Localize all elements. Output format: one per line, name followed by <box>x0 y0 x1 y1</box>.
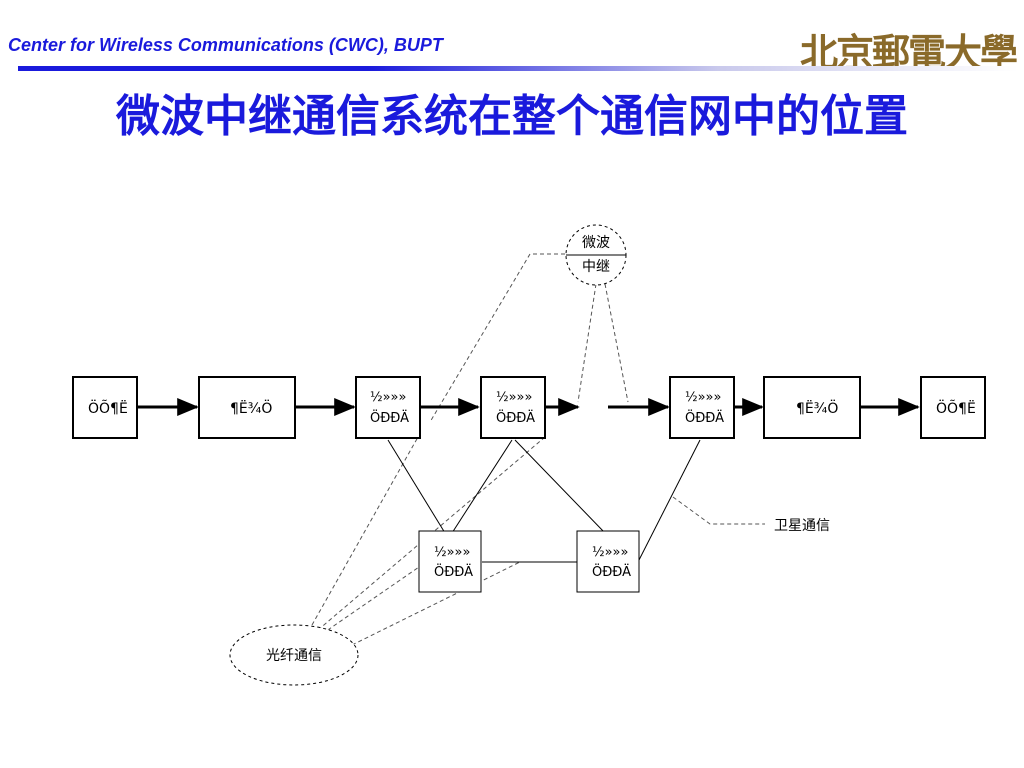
org-header: Center for Wireless Communications (CWC)… <box>8 35 443 55</box>
exchange-1-label-top: ½»»» <box>370 390 406 405</box>
link-ex2-low1 <box>451 439 513 534</box>
exchange-low-1-label-bottom: ÖÐÐÄ <box>434 563 473 580</box>
terminal-right-label: ÖÕ¶Ë <box>936 399 976 417</box>
satellite-link <box>672 496 765 525</box>
exchange-low-1-box <box>418 530 482 593</box>
exchange-1-box <box>355 376 421 439</box>
central-office-right-box <box>763 376 861 439</box>
exchange-low-2-label-bottom: ÖÐÐÄ <box>592 563 631 580</box>
link-ex2-low2 <box>514 439 606 534</box>
terminal-right-box <box>920 376 986 439</box>
exchange-3-label-top: ½»»» <box>685 390 721 405</box>
central-office-left-label: ¶Ë¾Ö <box>230 399 272 417</box>
central-office-right-label: ¶Ë¾Ö <box>796 399 838 417</box>
exchange-2-label-bottom: ÖÐÐÄ <box>496 409 535 426</box>
central-office-left-box <box>198 376 296 439</box>
exchange-3-label-bottom: ÖÐÐÄ <box>685 409 724 426</box>
relay-link-right <box>604 283 629 403</box>
terminal-left-label: ÖÕ¶Ë <box>88 399 128 417</box>
slide-title: 微波中继通信系统在整个通信网中的位置 <box>116 91 908 142</box>
exchange-2-label-top: ½»»» <box>496 390 532 405</box>
header-rule <box>18 66 1018 71</box>
link-low2-ex3 <box>637 439 701 563</box>
exchange-3-box <box>669 376 735 439</box>
microwave-relay-label-top: 微波 <box>582 235 610 251</box>
satellite-label: 卫星通信 <box>774 518 830 534</box>
terminal-left-box <box>72 376 138 439</box>
microwave-relay-label-bottom: 中继 <box>582 259 610 275</box>
fiber-label: 光纤通信 <box>266 648 322 664</box>
exchange-low-2-label-top: ½»»» <box>592 545 628 560</box>
link-ex1-low1 <box>387 439 446 534</box>
fiber-link-4 <box>351 561 521 646</box>
relay-link-mid <box>577 283 597 403</box>
fiber-link-1 <box>311 436 419 626</box>
exchange-low-1-label-top: ½»»» <box>434 545 470 560</box>
exchange-1-label-bottom: ÖÐÐÄ <box>370 409 409 426</box>
exchange-2-box <box>480 376 546 439</box>
exchange-low-2-box <box>576 530 640 593</box>
fiber-ellipse <box>229 624 359 686</box>
relay-link-left <box>429 253 565 423</box>
